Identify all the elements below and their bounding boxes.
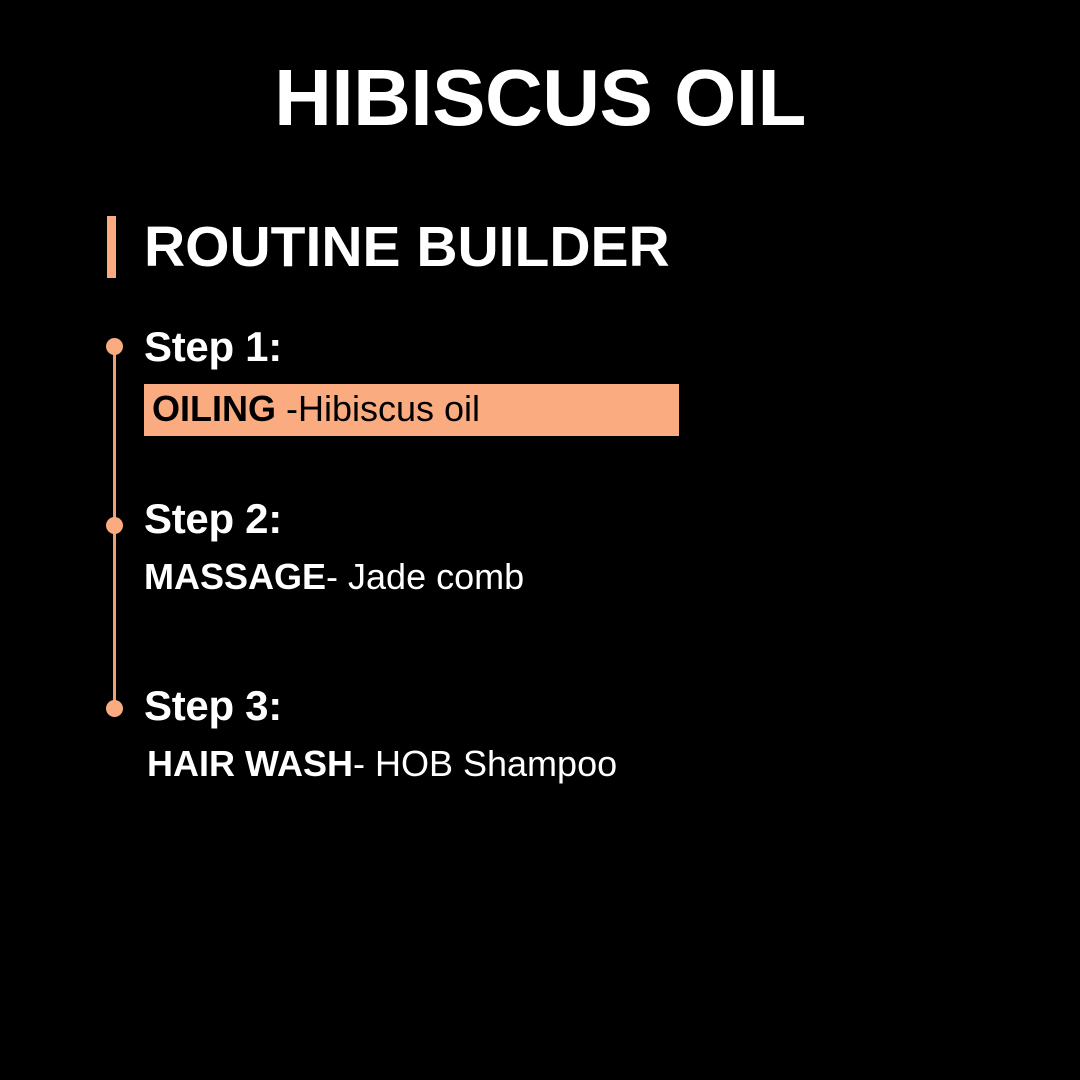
page-title: HIBISCUS OIL — [274, 53, 806, 142]
step-1-label: Step 1: — [144, 323, 282, 370]
step-3-action: HAIR WASH — [147, 743, 353, 785]
routine-step-3: Step 3: HAIR WASH- HOB Shampoo — [144, 682, 617, 784]
step-1-product: -Hibiscus oil — [276, 388, 481, 430]
step-2-product: - Jade comb — [326, 556, 525, 598]
step-3-label: Step 3: — [144, 682, 282, 729]
routine-step-1: Step 1: OILING -Hibiscus oil — [144, 323, 679, 436]
step-1-detail: OILING -Hibiscus oil — [144, 384, 679, 436]
timeline-dot-icon-step-2 — [106, 517, 123, 534]
section-title: ROUTINE BUILDER — [144, 214, 670, 279]
timeline-dot-icon-step-1 — [106, 338, 123, 355]
step-3-product: - HOB Shampoo — [353, 743, 618, 785]
section-heading: ROUTINE BUILDER — [107, 216, 670, 278]
step-2-action: MASSAGE — [144, 556, 327, 598]
timeline-dot-icon-step-3 — [106, 700, 123, 717]
step-3-detail: HAIR WASH- HOB Shampoo — [144, 744, 617, 784]
step-2-detail: MASSAGE- Jade comb — [144, 557, 524, 597]
step-2-label: Step 2: — [144, 495, 282, 542]
routine-step-2: Step 2: MASSAGE- Jade comb — [144, 495, 524, 597]
step-1-action: OILING — [152, 388, 276, 430]
accent-bar-icon — [107, 216, 116, 278]
